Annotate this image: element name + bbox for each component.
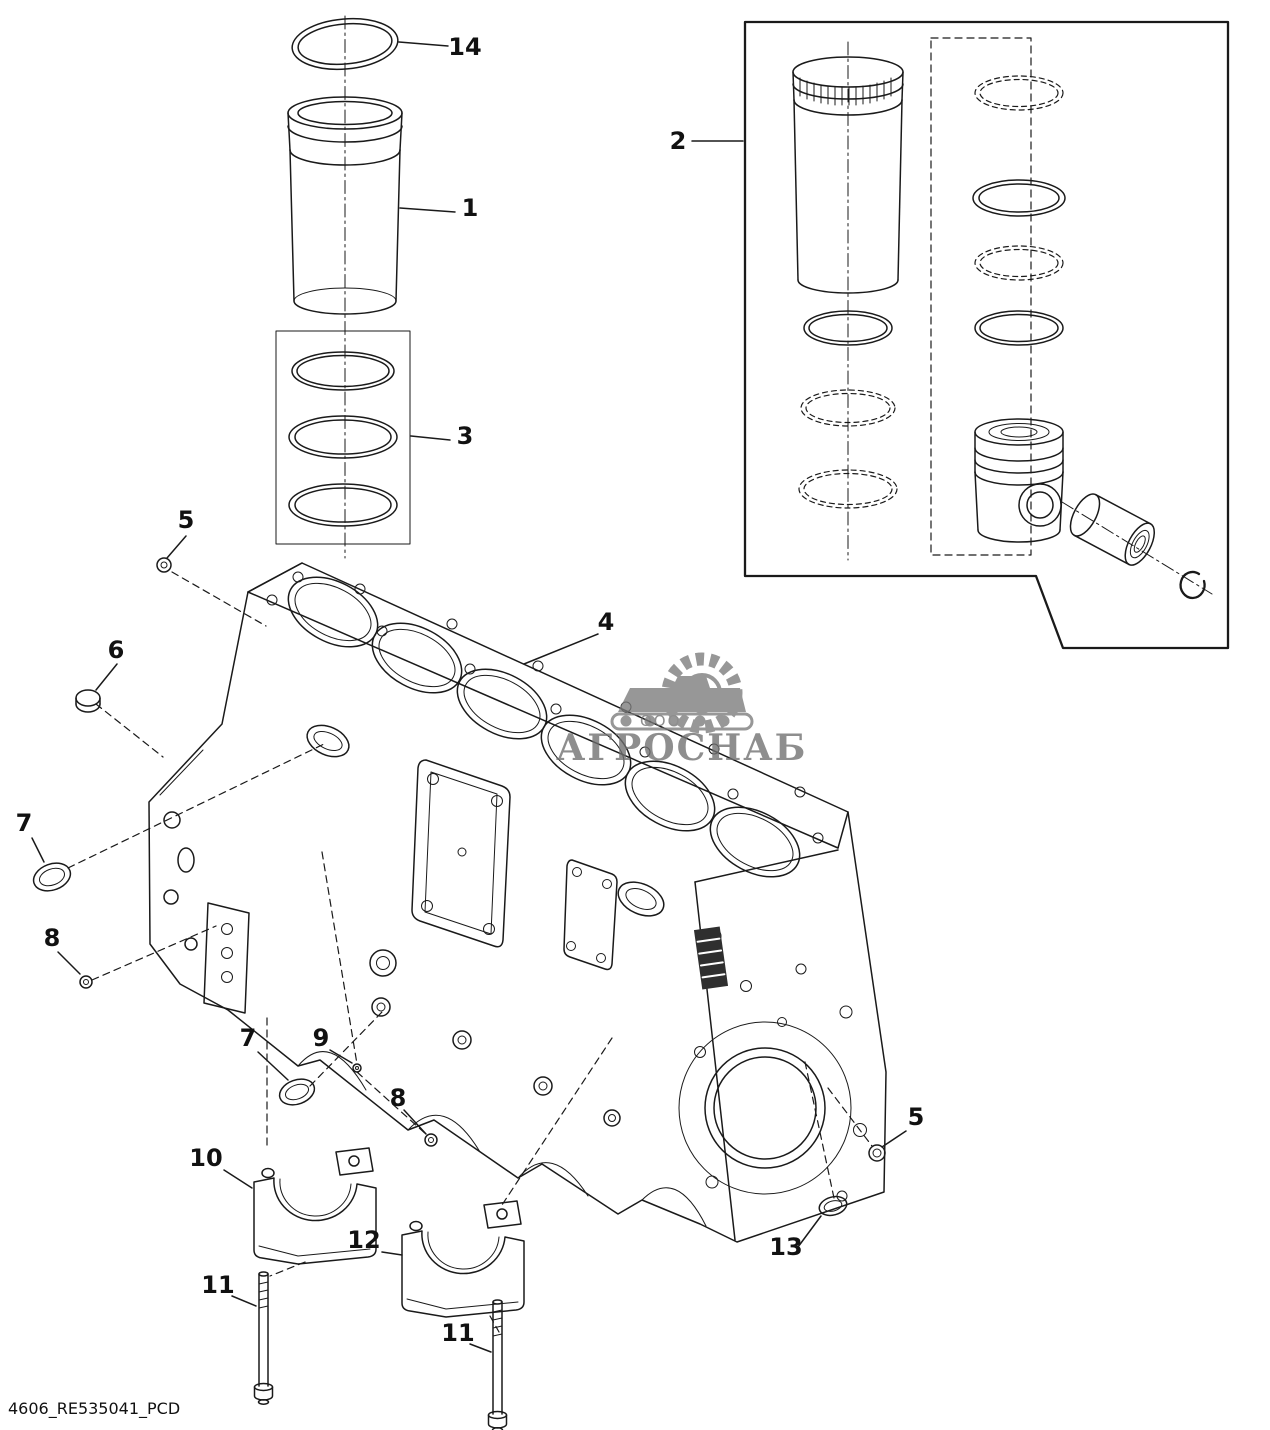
callout-8-lower[interactable]: 8	[390, 1084, 427, 1135]
callout-11-right[interactable]: 11	[441, 1319, 492, 1353]
callout-13[interactable]: 13	[769, 1215, 822, 1261]
callout-7-upper[interactable]: 7	[16, 809, 45, 863]
part-stud-11-right	[487, 1299, 508, 1430]
centerlines	[344, 15, 1213, 595]
svg-text:14: 14	[448, 33, 481, 61]
callout-10[interactable]: 10	[189, 1144, 253, 1189]
svg-text:4: 4	[598, 608, 615, 636]
snap-ring	[1179, 570, 1206, 600]
svg-text:5: 5	[178, 506, 195, 534]
small-cover-plate	[563, 859, 618, 971]
tractor-silhouette	[618, 676, 746, 712]
svg-text:7: 7	[240, 1024, 257, 1052]
svg-text:8: 8	[390, 1084, 407, 1112]
watermark-name: АГРОСНАБ	[556, 727, 807, 769]
part-ring-set-3	[275, 330, 411, 545]
part-cylinder-block-4	[148, 562, 887, 1243]
casting-logo	[693, 926, 729, 990]
svg-text:8: 8	[44, 924, 61, 952]
part-stud-11-left	[253, 1271, 274, 1405]
part-bearing-cap-12	[401, 1200, 525, 1318]
part-plug-5-top	[156, 557, 172, 573]
left-flange	[159, 749, 204, 951]
callout-4[interactable]: 4	[523, 608, 615, 665]
part-plug-6	[75, 689, 101, 713]
side-bracket	[203, 902, 250, 1014]
piston-pin	[1069, 493, 1156, 566]
svg-text:11: 11	[201, 1271, 234, 1299]
svg-text:9: 9	[313, 1024, 330, 1052]
callout-11-left[interactable]: 11	[201, 1271, 257, 1307]
cylinder-bores	[287, 576, 801, 878]
front-cover-plate	[411, 759, 511, 948]
svg-text:11: 11	[441, 1319, 474, 1347]
callout-14[interactable]: 14	[398, 33, 482, 61]
part-plug-8-upper	[79, 975, 93, 989]
water-ports	[306, 724, 665, 917]
part-plug-8-lower	[424, 1133, 438, 1147]
svg-text:6: 6	[108, 636, 125, 664]
part-cylinder-liner-1	[287, 96, 403, 315]
callout-2[interactable]: 2	[670, 127, 744, 155]
svg-text:10: 10	[189, 1144, 222, 1172]
part-cup-plug-7-upper	[32, 862, 72, 892]
svg-text:7: 7	[16, 809, 33, 837]
watermark: ООО АГРОСНАБ	[556, 652, 807, 769]
svg-text:2: 2	[670, 127, 687, 155]
callout-1[interactable]: 1	[399, 194, 479, 222]
callout-8-upper[interactable]: 8	[44, 924, 81, 975]
svg-text:13: 13	[769, 1233, 802, 1261]
part-cup-plug-7-lower	[278, 1078, 316, 1106]
part-plug-13	[818, 1195, 848, 1217]
svg-text:1: 1	[462, 194, 479, 222]
drawing-code: 4606_RE535041_PCD	[8, 1399, 180, 1419]
part-plug-5-right	[868, 1144, 886, 1162]
svg-text:3: 3	[457, 422, 474, 450]
side-bosses	[369, 949, 621, 1127]
assembly-lines	[67, 571, 873, 1333]
callout-9[interactable]: 9	[313, 1024, 353, 1064]
watermark-org: ООО	[640, 712, 681, 730]
bearing-saddles	[297, 1051, 707, 1227]
svg-text:5: 5	[908, 1103, 925, 1131]
callout-5-right[interactable]: 5	[881, 1103, 925, 1148]
part-oring-14	[291, 17, 399, 71]
callout-5-top[interactable]: 5	[166, 506, 195, 559]
callout-12[interactable]: 12	[347, 1226, 403, 1256]
piston	[974, 418, 1064, 543]
part-piston-kit-2	[743, 20, 1230, 650]
callout-3[interactable]: 3	[410, 422, 474, 450]
callout-7-lower[interactable]: 7	[240, 1024, 289, 1081]
callout-6[interactable]: 6	[95, 636, 125, 691]
part-screw-9	[352, 1063, 362, 1073]
svg-text:12: 12	[347, 1226, 380, 1254]
